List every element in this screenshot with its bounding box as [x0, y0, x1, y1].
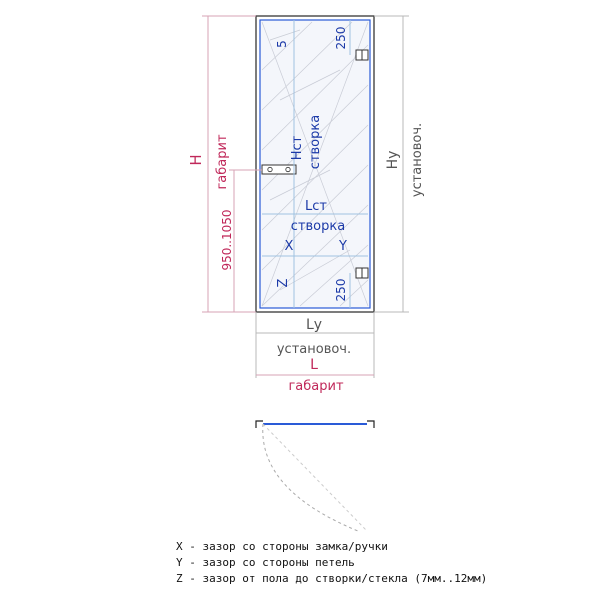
- label-X: X: [285, 239, 294, 254]
- hinge-bottom: [355, 267, 369, 279]
- legend-line-2: Y - зазор со стороны петель: [176, 556, 355, 569]
- label-Hst: Нст: [290, 135, 305, 160]
- plan-view: [255, 420, 375, 532]
- label-Y: Y: [338, 239, 347, 254]
- door-frame-outer: [255, 15, 375, 313]
- lock-handle: [261, 164, 297, 175]
- glass-hatching: [261, 21, 369, 307]
- label-250-top: 250: [334, 27, 348, 50]
- dim-handle-height: [229, 169, 262, 312]
- label-H-gabarit: габарит: [215, 134, 230, 189]
- label-Lst: Lст: [305, 199, 327, 214]
- label-L-gabarit: габарит: [288, 379, 343, 394]
- label-Z: Z: [276, 278, 291, 287]
- dim-H-gabarit: [202, 15, 256, 313]
- label-Hu: Ну: [385, 151, 401, 170]
- label-H: H: [187, 154, 205, 165]
- label-Hu-ustanov: установоч.: [410, 123, 425, 197]
- label-950-1050: 950..1050: [220, 209, 234, 270]
- label-Lu: Lу: [306, 317, 322, 333]
- dim-Hu: [374, 15, 409, 313]
- hinge-top: [355, 49, 369, 61]
- legend-line-1: X - зазор со стороны замка/ручки: [176, 540, 388, 553]
- label-Lst-stvorka: створка: [291, 219, 345, 234]
- legend-line-3: Z - зазор от пола до створки/стекла (7мм…: [176, 572, 487, 585]
- label-L: L: [310, 357, 318, 373]
- label-dim-5: 5: [275, 40, 289, 48]
- label-Lu-ustanov: установоч.: [277, 342, 351, 357]
- label-250-bottom: 250: [334, 279, 348, 302]
- label-Hst-stvorka: створка: [308, 115, 323, 169]
- dim-Lu: [255, 312, 375, 378]
